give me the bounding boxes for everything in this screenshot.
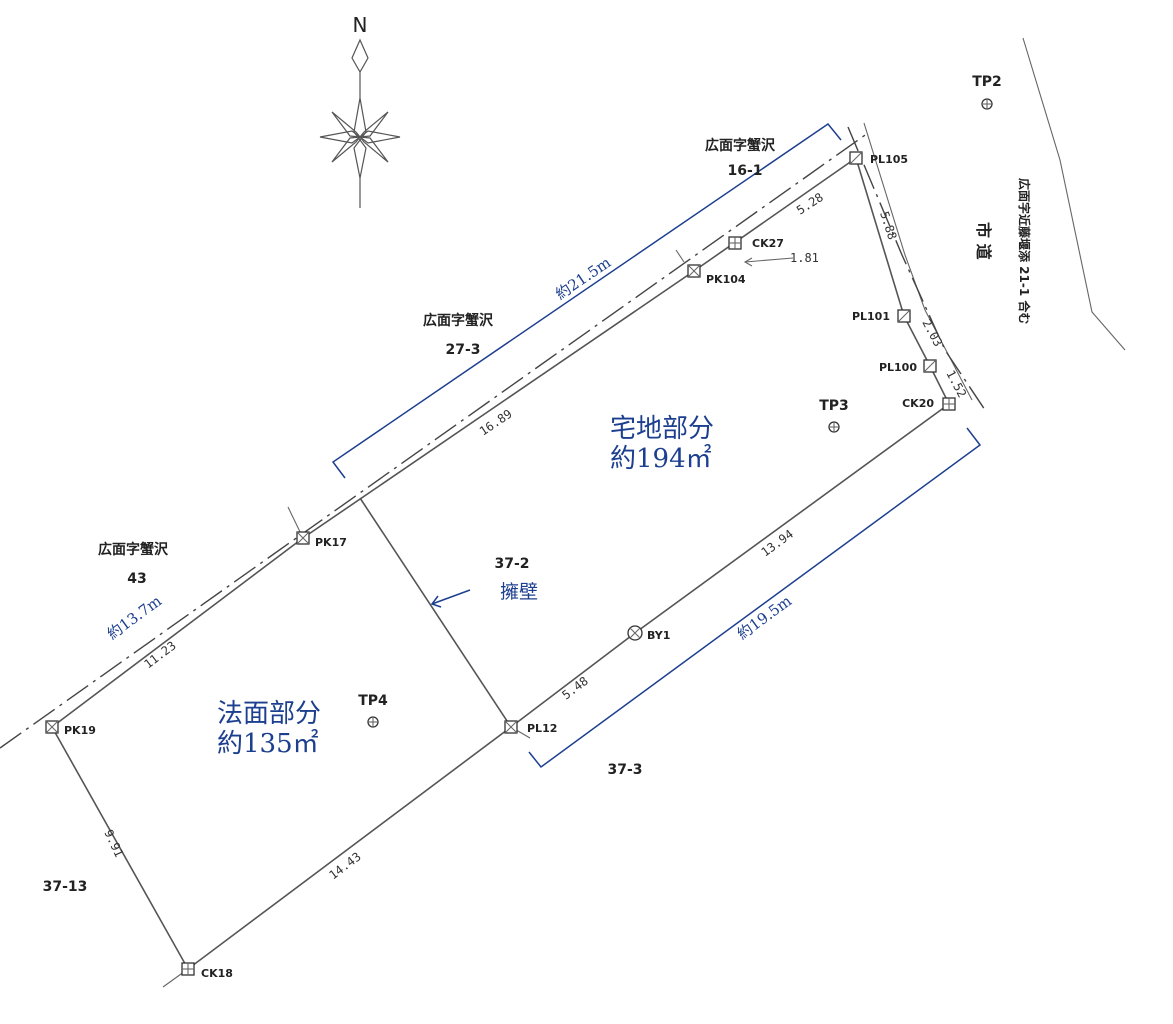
dim-1-81: 1.81: [790, 251, 819, 265]
marker-pk19: [45, 720, 59, 734]
residential-area-value: 約194㎡: [610, 444, 712, 474]
dim-9-91: 9.91: [101, 827, 126, 859]
label-pl100: PL100: [879, 361, 917, 374]
label-pk17: PK17: [315, 536, 347, 549]
label-pk19: PK19: [64, 724, 96, 737]
tp3-icon: [828, 421, 840, 433]
marker-pl105: [849, 151, 863, 165]
marker-pl12: [504, 720, 518, 734]
tp4-icon: [367, 716, 379, 728]
east-road-line: [847, 126, 986, 411]
label-ck18: CK18: [201, 967, 233, 980]
marker-pk104: [687, 264, 701, 278]
label-ck20: CK20: [902, 397, 934, 410]
lot-37-13: 37-13: [43, 879, 88, 895]
slope-area-value: 約135㎡: [217, 729, 319, 759]
lot-name-27-3: 広面字蟹沢: [423, 312, 494, 329]
label-tp4: TP4: [358, 693, 388, 709]
lot-37-3: 37-3: [607, 762, 642, 778]
north-arrow-icon: N: [319, 13, 401, 208]
dim-approx-13-7: 約13.7m: [104, 592, 165, 643]
lot-name-16-1: 広面字蟹沢: [705, 137, 776, 154]
south-dimension-bracket: [528, 427, 982, 769]
north-boundary-line: [0, 132, 869, 749]
road-label: 市 道: [974, 222, 993, 260]
marker-ck27: [728, 236, 742, 250]
marker-pl101: [897, 309, 911, 323]
marker-pl100: [923, 359, 937, 373]
label-pl12: PL12: [527, 722, 557, 735]
dim-1-52: 1.52: [943, 368, 969, 400]
north-label: N: [353, 13, 368, 37]
road-edge-east: [1022, 37, 1126, 351]
marker-by1: [627, 625, 643, 641]
tp2-icon: [981, 98, 993, 110]
dim-approx-19-5: 約19.5m: [734, 592, 795, 643]
dim-approx-21-5: 約21.5m: [552, 253, 614, 303]
east-lot-label: 広面字近藤堰添 21-1 合む: [1017, 178, 1032, 324]
marker-pk17: [296, 531, 310, 545]
lot-name-43: 広面字蟹沢: [98, 541, 169, 558]
label-by1: BY1: [647, 629, 670, 642]
dim-14-43: 14.43: [326, 849, 363, 882]
lot-37-2: 37-2: [494, 556, 529, 572]
dim-2-03: 2.03: [919, 317, 945, 349]
north-dimension-bracket: [331, 122, 842, 479]
retaining-wall-line: [359, 497, 512, 728]
slope-area-label: 法面部分: [217, 699, 321, 729]
label-pl101: PL101: [852, 310, 890, 323]
dim-13-94: 13.94: [759, 527, 796, 560]
label-pk104: PK104: [706, 273, 746, 286]
label-tp3: TP3: [819, 398, 849, 414]
marker-ck18: [181, 962, 195, 976]
retaining-wall-label: 擁壁: [500, 581, 538, 603]
marker-ck20: [942, 397, 956, 411]
lot-number-16-1: 16-1: [727, 163, 762, 179]
dim-5-28: 5.28: [794, 190, 826, 217]
lot-number-43: 43: [127, 571, 146, 587]
label-pl105: PL105: [870, 153, 908, 166]
residential-area-label: 宅地部分: [610, 414, 714, 444]
label-ck27: CK27: [752, 237, 784, 250]
lot-number-27-3: 27-3: [445, 342, 480, 358]
label-tp2: TP2: [972, 74, 1002, 90]
dim-16-89: 16.89: [477, 407, 515, 439]
